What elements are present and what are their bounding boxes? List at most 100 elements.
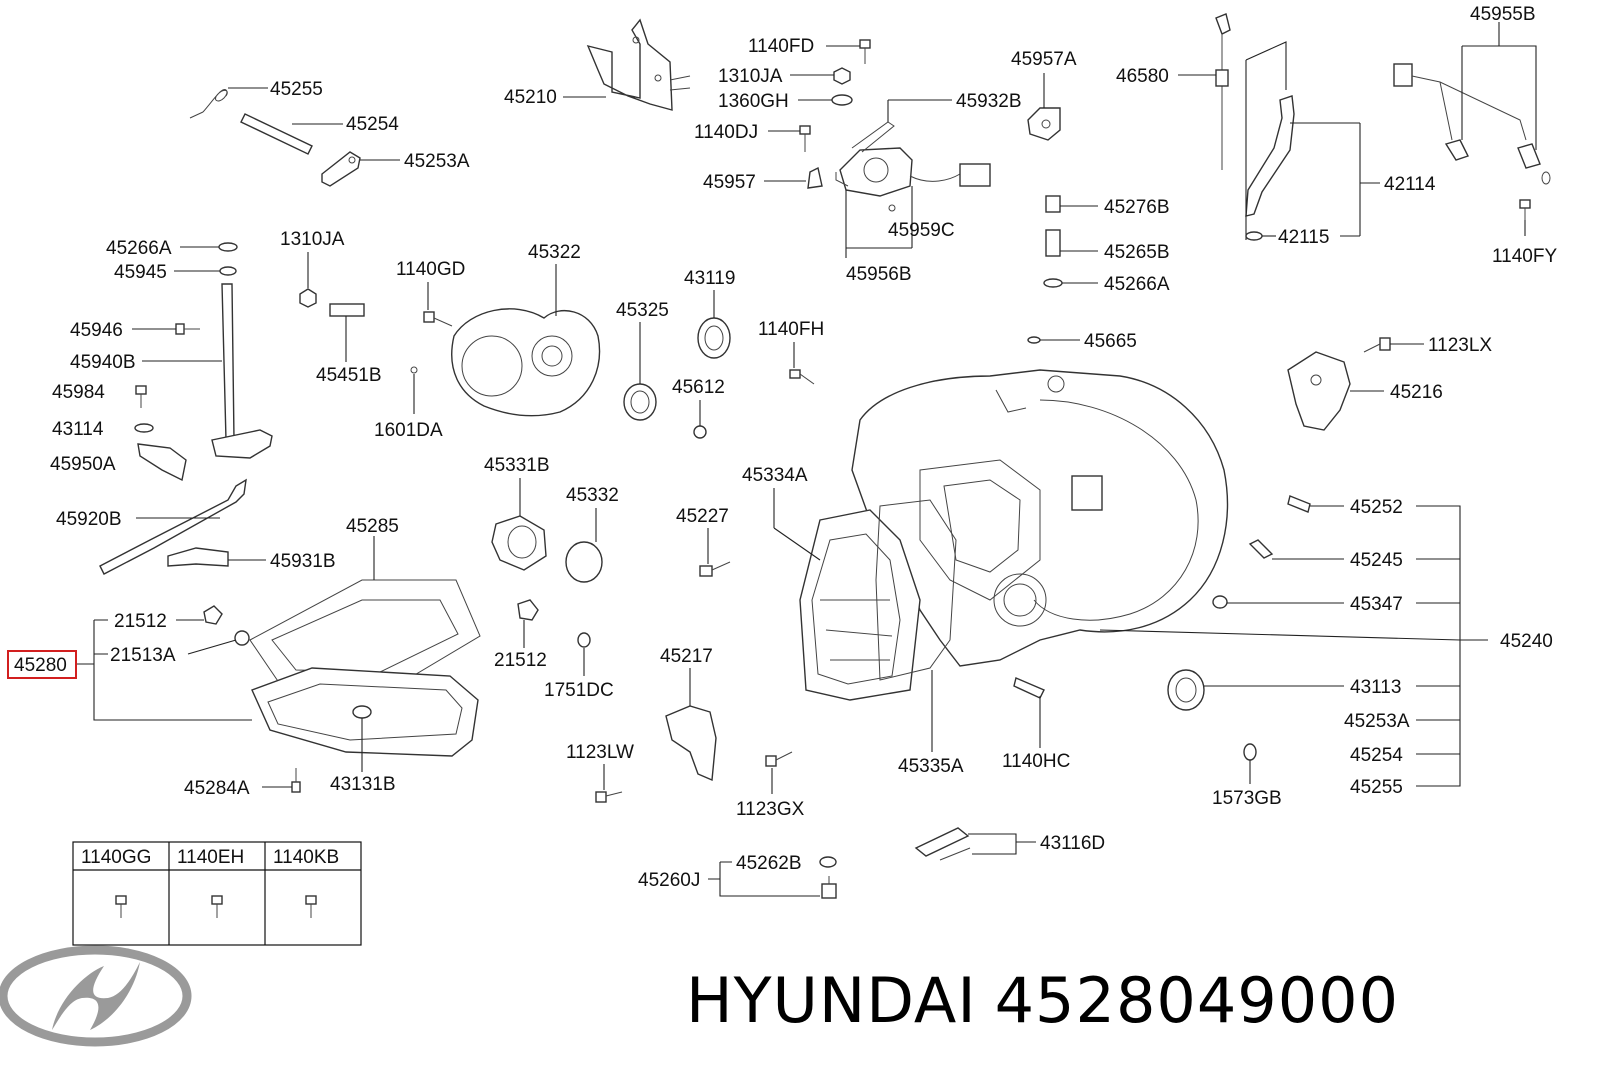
- label-45255-top: 45255: [270, 79, 323, 100]
- label-45325: 45325: [616, 300, 669, 321]
- label-45931B: 45931B: [270, 551, 336, 572]
- part-washer-1360GH: [831, 94, 853, 106]
- table-header-1140EH: 1140EH: [177, 847, 244, 868]
- part-tube-43116D: [914, 827, 971, 861]
- bolt-icon-1140EH: [211, 895, 223, 918]
- label-45284A: 45284A: [184, 778, 250, 799]
- part-bolt-1123LW: [595, 791, 623, 803]
- table-header-1140GG: 1140GG: [81, 847, 151, 868]
- label-45946: 45946: [70, 320, 123, 341]
- label-1310JA-top: 1310JA: [718, 66, 783, 87]
- label-45957: 45957: [703, 172, 756, 193]
- part-gasket-45335A: [875, 499, 957, 681]
- part-bolt-1123GX: [765, 751, 793, 767]
- label-42114: 42114: [1384, 174, 1436, 195]
- label-45335A: 45335A: [898, 756, 964, 777]
- label-45253A-top: 45253A: [404, 151, 470, 172]
- label-21512-left: 21512: [114, 611, 167, 632]
- caption-part-number: 4528049000: [995, 964, 1399, 1037]
- part-bolt-45227: [699, 561, 731, 577]
- label-42115: 42115: [1278, 227, 1329, 248]
- part-harness-45955B: [1393, 63, 1551, 185]
- part-pin-45959C: [888, 204, 896, 212]
- part-dipstick-46580: [1215, 13, 1231, 170]
- label-43116D: 43116D: [1040, 833, 1105, 854]
- part-plug-45612: [693, 425, 707, 439]
- part-bolt-1140HC: [1013, 677, 1045, 699]
- part-lever-45253A: [321, 151, 361, 187]
- part-plug-45347: [1212, 595, 1228, 609]
- label-45260J: 45260J: [638, 870, 700, 891]
- bolt-icon-1140KB: [305, 895, 317, 918]
- part-rod-45920B: [99, 478, 247, 575]
- part-plug-21512-left: [203, 605, 223, 625]
- label-45252: 45252: [1350, 497, 1403, 518]
- part-pin-1601DA: [410, 366, 418, 374]
- label-45612: 45612: [672, 377, 725, 398]
- label-45959C: 45959C: [888, 220, 955, 241]
- part-case-45240: [851, 369, 1229, 667]
- label-1573GB: 1573GB: [1212, 788, 1282, 809]
- part-nut-1310JA-mid: [299, 288, 317, 308]
- part-washer-21513A: [234, 630, 250, 646]
- label-45266A-right: 45266A: [1104, 274, 1170, 295]
- label-1360GH: 1360GH: [718, 91, 789, 112]
- label-45210: 45210: [504, 87, 557, 108]
- label-1123LW: 1123LW: [566, 742, 634, 763]
- part-nut-1310JA-top: [833, 67, 851, 85]
- part-clip-45957: [807, 166, 823, 189]
- part-sensor-45957A: [1027, 107, 1061, 141]
- part-plate-45931B: [167, 547, 229, 567]
- part-bracket-45217: [665, 705, 717, 782]
- label-45347: 45347: [1350, 594, 1403, 615]
- label-1123LX: 1123LX: [1428, 335, 1492, 356]
- part-plug-45276B: [1045, 195, 1061, 213]
- label-45332: 45332: [566, 485, 619, 506]
- part-bolt-1140FD: [859, 39, 871, 64]
- part-switch-45956B: [835, 121, 991, 197]
- part-cover-45322: [451, 308, 601, 417]
- label-1601DA: 1601DA: [374, 420, 443, 441]
- part-oring-45266A-left: [218, 242, 238, 252]
- label-43114: 43114: [52, 419, 104, 440]
- part-seal-43114: [134, 423, 154, 433]
- label-45245: 45245: [1350, 550, 1403, 571]
- label-45334A: 45334A: [742, 465, 808, 486]
- part-shaft-45940B: [211, 283, 273, 459]
- part-spring-45255: [189, 89, 228, 119]
- label-45255-right: 45255: [1350, 777, 1403, 798]
- label-45932B: 45932B: [956, 91, 1022, 112]
- bolt-icon-1140GG: [115, 895, 127, 918]
- label-46580: 46580: [1116, 66, 1169, 87]
- label-1123GX: 1123GX: [736, 799, 805, 820]
- part-sensor-45451B: [329, 303, 365, 317]
- part-oring-45332: [565, 541, 603, 583]
- part-plug-1573GB: [1243, 743, 1257, 761]
- label-45262B: 45262B: [736, 853, 802, 874]
- part-oring-42115: [1245, 231, 1263, 241]
- part-pin-45254: [240, 113, 313, 155]
- highlight-box-45280: [7, 650, 77, 679]
- part-pan-43131B: [251, 667, 479, 757]
- label-45254-right: 45254: [1350, 745, 1403, 766]
- label-1140FD: 1140FD: [748, 36, 814, 57]
- label-45276B: 45276B: [1104, 197, 1170, 218]
- label-1751DC: 1751DC: [544, 680, 614, 701]
- label-45280: 45280: [14, 655, 67, 676]
- label-45254-top: 45254: [346, 114, 399, 135]
- part-bolt-1140DJ: [799, 125, 811, 152]
- label-45240: 45240: [1500, 631, 1553, 652]
- label-45984: 45984: [52, 382, 105, 403]
- label-45216: 45216: [1390, 382, 1443, 403]
- label-45331B: 45331B: [484, 455, 550, 476]
- part-washer-1751DC: [577, 632, 591, 648]
- part-oring-45266A-right: [1043, 278, 1063, 288]
- label-45451B: 45451B: [316, 365, 382, 386]
- label-45956B: 45956B: [846, 264, 912, 285]
- part-plug-21512-mid: [517, 599, 539, 621]
- part-bolt-1123LX: [1363, 337, 1391, 353]
- label-21512-mid: 21512: [494, 650, 547, 671]
- part-clip-45665: [1027, 336, 1041, 344]
